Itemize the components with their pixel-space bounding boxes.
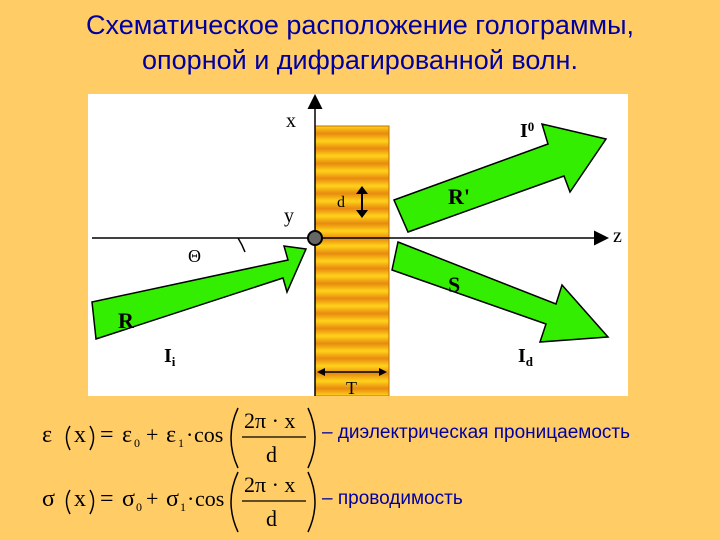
period-arrow-down	[356, 210, 368, 218]
arrow-reference-intensity: Ii	[164, 345, 176, 369]
origin-point	[307, 230, 323, 246]
slide-title: Схематическое расположение голограммы, о…	[0, 8, 720, 78]
hologram-diagram: x y z Θ d T R Ii I0 R' S Id	[88, 94, 628, 396]
diffracted-arrow-Id	[391, 240, 610, 343]
sigma-term1: σ	[166, 486, 179, 512]
title-line-1: Схематическое расположение голограммы,	[86, 10, 634, 40]
hologram-slab	[314, 125, 390, 396]
epsilon-eq: =	[100, 422, 114, 448]
sigma-lhs-symbol: σ	[42, 486, 55, 512]
arrow-diffracted-intensity: Id	[518, 345, 534, 369]
axis-z-label: z	[613, 225, 622, 247]
epsilon-dot: ·	[186, 422, 193, 447]
epsilon-cos: cos	[194, 422, 223, 447]
epsilon-term1: ε	[166, 422, 176, 448]
title-line-2: опорной и дифрагированной волн.	[142, 45, 578, 75]
epsilon-denominator: d	[266, 442, 277, 467]
period-arrow-up	[356, 186, 368, 194]
sigma-dot: ·	[187, 486, 194, 511]
epsilon-term0: ε	[122, 422, 132, 448]
sigma-numerator: 2π · x	[244, 472, 295, 497]
sigma-term0: σ	[122, 486, 135, 512]
sigma-eq: =	[100, 486, 114, 512]
arrow-reference-label: R	[118, 308, 135, 333]
sigma-description: – проводимость	[322, 488, 463, 509]
sigma-formula: σ x = σ 0 + σ 1 · cos 2π · x d	[40, 468, 320, 536]
thickness-arrow-left	[317, 368, 325, 376]
epsilon-term0-sub: 0	[134, 436, 140, 450]
thickness-label: T	[346, 378, 357, 396]
transmitted-arrow-I0	[392, 122, 608, 233]
sigma-cos: cos	[195, 486, 224, 511]
sigma-lparen	[65, 489, 71, 515]
epsilon-lhs-symbol: ε	[42, 422, 52, 448]
axis-x-label: x	[286, 110, 296, 132]
period-label: d	[337, 194, 345, 211]
sigma-var: x	[74, 486, 86, 512]
reference-arrow-R	[91, 245, 308, 340]
epsilon-plus: +	[146, 422, 158, 447]
sigma-big-rparen	[307, 471, 316, 533]
sigma-rparen	[89, 489, 95, 515]
arrow-signal-label: S	[448, 272, 460, 297]
epsilon-lparen	[65, 425, 71, 451]
sigma-term0-sub: 0	[136, 500, 142, 514]
epsilon-term1-sub: 1	[178, 436, 184, 450]
arrow-reconstructed-label: R'	[448, 184, 470, 209]
epsilon-numerator: 2π · x	[244, 408, 295, 433]
arrow-transmitted-intensity: I0	[520, 119, 534, 142]
epsilon-big-lparen	[230, 407, 239, 469]
sigma-plus: +	[146, 486, 158, 511]
epsilon-formula: ε x = ε 0 + ε 1 · cos 2π · x d	[40, 404, 320, 472]
epsilon-big-rparen	[307, 407, 316, 469]
angle-label: Θ	[188, 246, 201, 266]
sigma-denominator: d	[266, 506, 277, 531]
epsilon-description: – диэлектрическая проницаемость	[322, 422, 630, 443]
sigma-term1-sub: 1	[180, 500, 186, 514]
epsilon-var: x	[74, 422, 86, 448]
sigma-big-lparen	[230, 471, 239, 533]
angle-arc	[237, 237, 246, 253]
axis-y-label: y	[284, 205, 294, 227]
thickness-arrow-right	[379, 368, 387, 376]
epsilon-rparen	[89, 425, 95, 451]
